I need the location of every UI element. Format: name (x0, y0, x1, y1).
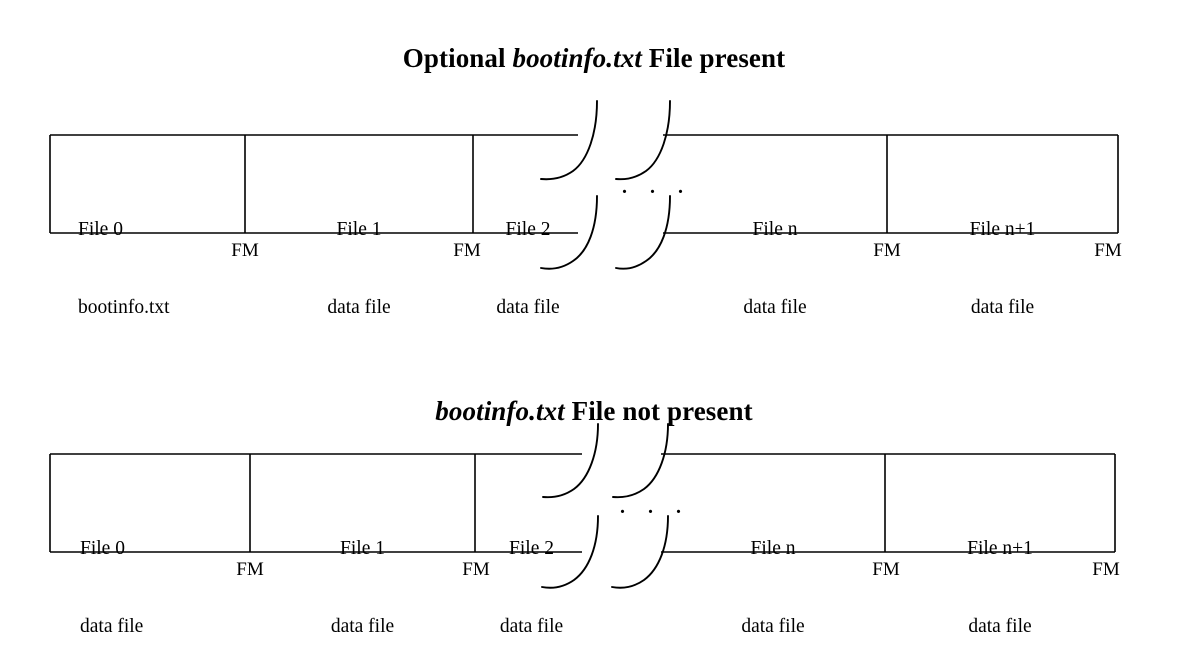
bottom-cell-2-line2: data file (499, 616, 564, 637)
bottom-cell-3-line2: data file (741, 616, 805, 637)
bottom-fm-label-4: FM (1092, 559, 1120, 580)
bottom-cell-1-line1: File 1 (340, 538, 385, 559)
bottom-right-segment-outline (661, 453, 1116, 553)
title-top-filename: bootinfo.txt (512, 43, 642, 73)
bottom-break-right-upper-curve (612, 423, 669, 499)
top-cell-0-line2: bootinfo.txt (78, 297, 170, 318)
top-cell-0-line1: File 0 (78, 219, 123, 240)
top-cell-2-label: File 2 data file (473, 165, 583, 347)
bottom-break-left-upper-curve (542, 423, 599, 499)
bottom-fm-label-1: FM (236, 559, 264, 580)
bottom-fm-label-2: FM (462, 559, 490, 580)
top-cell-2-line2: data file (496, 297, 560, 318)
bottom-break-curves (541, 423, 669, 589)
top-break-left-lower-curve (540, 195, 598, 270)
top-diagram-tape (49, 134, 1119, 234)
title-bottom-suffix: File not present (564, 396, 753, 426)
top-cell-3-line2: data file (743, 297, 807, 318)
top-break-left-upper-curve (540, 100, 598, 181)
bottom-ellipsis: . . . (620, 496, 690, 518)
top-cell-1-line2: data file (327, 297, 391, 318)
page-title-bottom: bootinfo.txt File not present (0, 396, 1188, 427)
top-fm-label-4: FM (1094, 240, 1122, 261)
top-fm-label-1: FM (231, 240, 259, 261)
top-cell-4-label: File n+1 data file (887, 165, 1118, 347)
bottom-cell-0-line1: File 0 (80, 538, 125, 559)
top-cell-3-line1: File n (752, 219, 798, 240)
bottom-cell-2-line1: File 2 (509, 538, 554, 559)
bottom-diagram-tape (49, 453, 1116, 553)
top-cell-1-label: File 1 data file (245, 165, 473, 347)
top-left-segment-outline (49, 134, 578, 234)
top-break-curves (540, 100, 671, 270)
top-cell-1-line1: File 1 (336, 219, 382, 240)
bottom-cell-4-line1: File n+1 (967, 538, 1033, 559)
top-ellipsis: . . . (622, 176, 692, 198)
top-cell-0-label: File 0 bootinfo.txt (78, 165, 238, 347)
title-top-prefix: Optional (402, 43, 513, 73)
bottom-break-left-lower-curve (541, 515, 599, 589)
top-cell-4-line1: File n+1 (969, 219, 1036, 240)
bottom-break-right-lower-curve (611, 515, 669, 589)
bottom-left-segment-outline (49, 453, 582, 553)
diagram-canvas (49, 100, 1119, 589)
top-cell-3-label: File n data file (663, 165, 887, 347)
bottom-cell-1-line2: data file (330, 616, 395, 637)
page-title-top: Optional bootinfo.txt File present (0, 43, 1188, 74)
bottom-fm-label-3: FM (872, 559, 900, 580)
top-fm-label-3: FM (873, 240, 901, 261)
top-cell-4-line2: data file (970, 297, 1035, 318)
top-right-segment-outline (663, 134, 1119, 234)
top-break-right-upper-curve (615, 100, 671, 181)
title-bottom-filename: bootinfo.txt (435, 396, 565, 426)
bottom-cell-4-line2: data file (968, 616, 1032, 637)
bottom-cell-0-line2: data file (80, 616, 144, 637)
top-cell-2-line1: File 2 (505, 219, 551, 240)
top-break-right-lower-curve (615, 195, 671, 270)
title-top-suffix: File present (641, 43, 786, 73)
bottom-cell-3-line1: File n (750, 538, 796, 559)
top-fm-label-2: FM (453, 240, 481, 261)
